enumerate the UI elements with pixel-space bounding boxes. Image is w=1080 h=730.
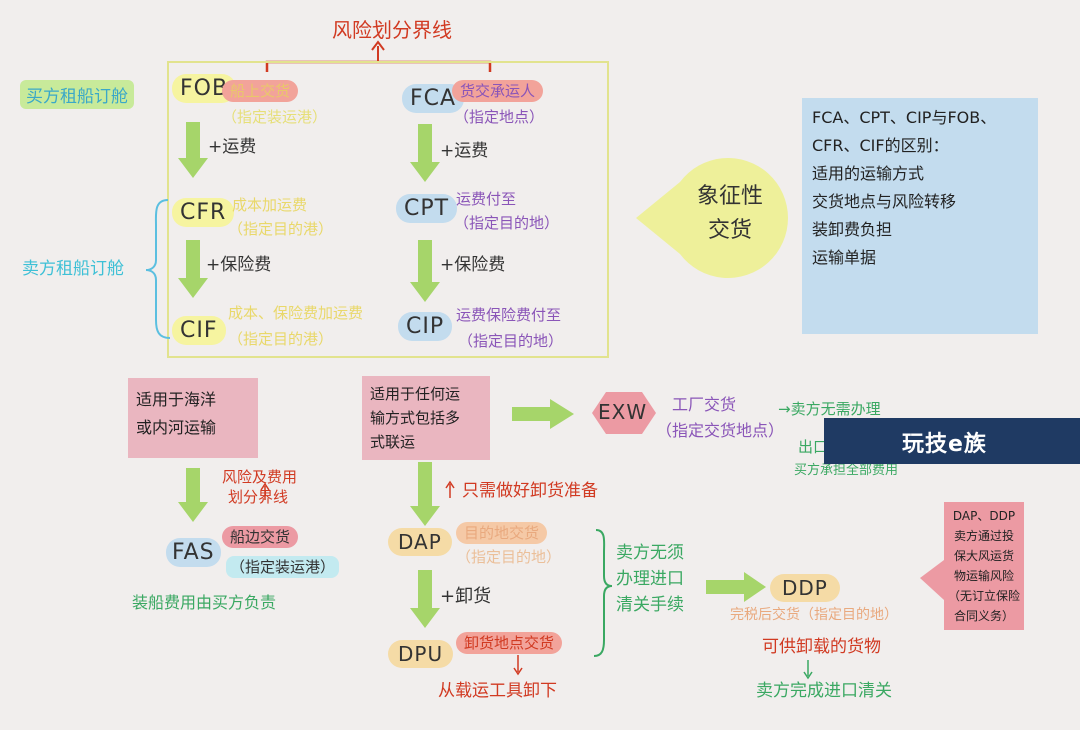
symbolic-delivery-line2: 交货	[707, 218, 752, 243]
import-note-line2: 办理进口	[616, 569, 684, 589]
import-note-line3: 清关手续	[616, 595, 684, 615]
comparison-line-6: 运输单据	[812, 248, 877, 267]
fca-cpt-step: +运费	[440, 141, 489, 161]
comparison-line-1: FCA、CPT、CIP与FOB、	[812, 108, 997, 127]
arrow-fca-cpt	[410, 124, 440, 182]
arrow-note-ddp	[706, 572, 766, 602]
ddp-goods: 可供卸载的货物	[762, 637, 881, 657]
cfr-cif-step: +保险费	[206, 255, 272, 275]
arrow-sea-fas	[178, 468, 208, 522]
applicability-any: 适用于任何运 输方式包括多 式联运	[362, 376, 490, 460]
term-ddp: DDP	[770, 574, 840, 602]
label-seller-charters: 卖方租船订舱	[22, 259, 124, 279]
ddp-note-line5: （无订立保险	[947, 589, 1020, 603]
ddp-note-line6: 合同义务）	[953, 609, 1014, 623]
import-note: 卖方无须 办理进口 清关手续	[616, 540, 684, 618]
term-exw: EXW	[598, 400, 648, 424]
fas-port: （指定装运港）	[226, 556, 340, 578]
watermark-text: 玩技e族	[902, 432, 987, 457]
label-buyer-charters: 买方租船订舱	[20, 80, 134, 109]
risk-bracket	[265, 60, 492, 72]
term-dap: DAP	[388, 528, 452, 556]
cfr-port: （指定目的港）	[228, 220, 334, 238]
cif-port: （指定目的港）	[228, 330, 334, 348]
exw-note-3: 买方承担全部费用	[794, 463, 899, 478]
fas-risk-1: 风险及费用	[222, 468, 298, 486]
exw-note-1: →卖方无需办理	[778, 400, 881, 418]
term-fas: FAS	[166, 538, 221, 567]
arrow-fob-cfr	[178, 122, 208, 178]
comparison-line-2: CFR、CIF的区别：	[812, 136, 949, 155]
cip-desc: 运费保险费付至	[456, 306, 562, 324]
fob-cfr-step: +运费	[208, 137, 257, 157]
fas-bottom: 装船费用由买方负责	[132, 593, 277, 612]
dap-place: （指定目的地）	[456, 548, 562, 566]
applicability-any-line1: 适用于任何运	[370, 385, 461, 403]
cfr-cif-brace	[145, 199, 171, 339]
dap-desc: 目的地交货	[456, 522, 548, 544]
term-cfr: CFR	[172, 198, 235, 227]
ddp-note-line4: 物运输风险	[953, 569, 1014, 583]
cip-place: （指定目的地）	[458, 332, 564, 350]
arrow-any-exw	[512, 399, 574, 429]
comparison-box: FCA、CPT、CIP与FOB、 CFR、CIF的区别： 适用的运输方式 交货地…	[802, 98, 1038, 334]
term-cpt: CPT	[396, 194, 458, 223]
fas-desc: 船边交货	[222, 526, 299, 548]
ddp-note-pointer	[920, 560, 944, 600]
ddp-note-box: DAP、DDP 卖方通过投 保大风运货 物运输风险 （无订立保险 合同义务）	[944, 502, 1024, 630]
fas-risk-2: 划分界线	[228, 488, 289, 506]
ddp-desc: 完税后交货（指定目的地）	[730, 607, 898, 623]
applicability-sea: 适用于海洋 或内河运输	[128, 378, 258, 458]
ddp-note-line2: 卖方通过投	[953, 529, 1014, 543]
ddp-bottom: 卖方完成进口清关	[756, 681, 892, 701]
applicability-any-line3: 式联运	[370, 433, 416, 451]
dpu-bottom: 从载运工具卸下	[438, 681, 557, 701]
cpt-desc: 运费付至	[456, 190, 517, 208]
import-note-line1: 卖方无须	[616, 543, 684, 563]
arrow-any-dap	[410, 462, 440, 526]
exw-desc: 工厂交货	[672, 395, 737, 414]
term-dpu: DPU	[388, 640, 454, 668]
fca-desc: 货交承运人	[452, 80, 544, 102]
applicability-sea-line1: 适用于海洋	[136, 390, 217, 409]
cpt-place: （指定目的地）	[454, 214, 560, 232]
cfr-desc: 成本加运费	[232, 196, 308, 214]
dpu-desc: 卸货地点交货	[456, 632, 563, 654]
symbolic-delivery: 象征性 交货	[680, 180, 780, 248]
ddp-note-line3: 保大风运货	[953, 549, 1014, 563]
dpu-step: +卸货	[440, 586, 492, 607]
applicability-any-line2: 输方式包括多	[370, 409, 461, 427]
applicability-sea-line2: 或内河运输	[136, 418, 217, 437]
term-cif: CIF	[172, 316, 226, 345]
comparison-line-5: 装卸费负担	[812, 220, 893, 239]
comparison-line-4: 交货地点与风险转移	[812, 192, 957, 211]
arrow-dap-dpu	[410, 570, 440, 628]
fob-port: （指定装运港）	[222, 108, 328, 126]
arrow-cfr-cif	[178, 240, 208, 298]
symbolic-delivery-line1: 象征性	[696, 184, 763, 209]
watermark-banner: 玩技e族	[824, 418, 1080, 464]
term-cip: CIP	[398, 312, 453, 341]
ddp-note-line1: DAP、DDP	[952, 509, 1016, 523]
arrow-cpt-cip	[410, 240, 440, 302]
fob-desc: 船上交货	[222, 80, 299, 102]
dap-dpu-brace	[593, 529, 613, 657]
fca-place: （指定地点）	[454, 108, 545, 126]
comparison-line-3: 适用的运输方式	[812, 164, 925, 183]
cpt-cip-step: +保险费	[440, 255, 506, 275]
exw-place: （指定交货地点）	[656, 421, 785, 440]
risk-division-title: 风险划分界线	[332, 18, 452, 42]
cif-desc: 成本、保险费加运费	[228, 304, 364, 322]
dap-prep: 只需做好卸货准备	[462, 481, 598, 501]
term-fca: FCA	[402, 84, 465, 113]
